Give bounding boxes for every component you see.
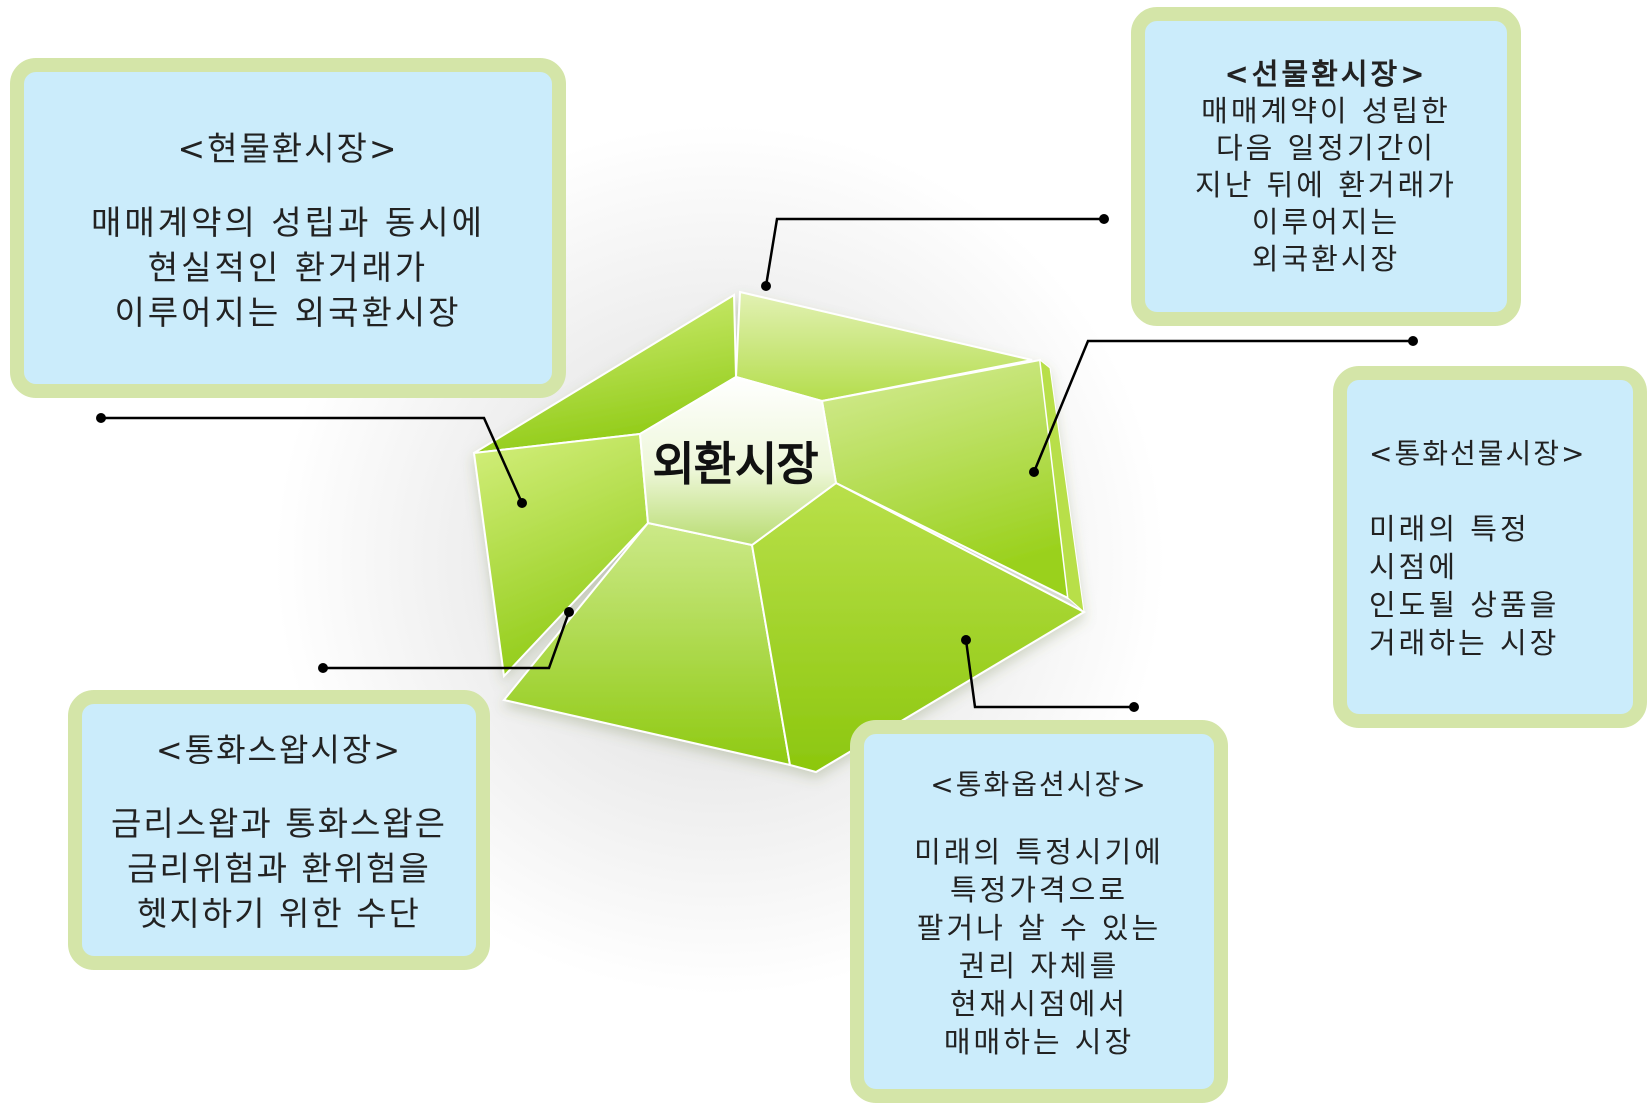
forward-market-desc: 매매계약이 성립한 다음 일정기간이 지난 뒤에 환거래가 이루어지는 외국환시… xyxy=(1195,93,1457,276)
segment-right-rim xyxy=(1039,358,1085,614)
connector-forward xyxy=(764,217,1104,287)
connector-option xyxy=(964,639,1134,709)
forward-market-box: <선물환시장> 매매계약이 성립한 다음 일정기간이 지난 뒤에 환거래가 이루… xyxy=(1131,7,1521,326)
forward-market-title: <선물환시장> xyxy=(1224,56,1428,91)
spot-market-box: <현물환시장> 매매계약의 성립과 동시에 현실적인 환거래가 이루어지는 외국… xyxy=(10,58,566,398)
currency-futures-box: <통화선물시장> 미래의 특정 시점에 인도될 상품을 거래하는 시장 xyxy=(1333,366,1647,728)
dot xyxy=(318,663,328,673)
dot xyxy=(1099,214,1109,224)
dot xyxy=(1029,467,1039,477)
currency-swap-box: <통화스왑시장> 금리스왑과 통화스왑은 금리위험과 환위험을 헷지하기 위한 … xyxy=(68,690,490,970)
dot xyxy=(761,281,771,291)
connector-swap xyxy=(323,611,571,670)
spot-market-title: <현물환시장> xyxy=(177,128,399,168)
connector-spot xyxy=(101,416,524,504)
dot xyxy=(1129,702,1139,712)
connector-dots xyxy=(96,214,1418,712)
segment-center xyxy=(638,375,838,547)
currency-swap-desc: 금리스왑과 통화스왑은 금리위험과 환위험을 헷지하기 위한 수단 xyxy=(110,803,448,933)
hexagon-segments xyxy=(472,290,1087,774)
dot xyxy=(961,635,971,645)
currency-option-title: <통화옵션시장> xyxy=(930,767,1148,801)
dot xyxy=(1408,336,1418,346)
currency-option-box: <통화옵션시장> 미래의 특정시기에 특정가격으로 팔거나 살 수 있는 권리 … xyxy=(850,720,1228,1103)
spot-market-desc: 매매계약의 성립과 동시에 현실적인 환거래가 이루어지는 외국환시장 xyxy=(91,202,485,332)
connector-lines xyxy=(101,217,1413,709)
dot xyxy=(517,498,527,508)
currency-futures-title: <통화선물시장> xyxy=(1369,437,1587,470)
currency-futures-desc: 미래의 특정 시점에 인도될 상품을 거래하는 시장 xyxy=(1369,512,1560,660)
currency-swap-title: <통화스왑시장> xyxy=(155,730,403,769)
dot xyxy=(96,413,106,423)
connector-futures xyxy=(1032,339,1413,473)
currency-option-desc: 미래의 특정시기에 특정가격으로 팔거나 살 수 있는 권리 자체를 현재시점에… xyxy=(914,834,1164,1059)
dot xyxy=(564,607,574,617)
center-label: 외환시장 xyxy=(652,437,818,491)
